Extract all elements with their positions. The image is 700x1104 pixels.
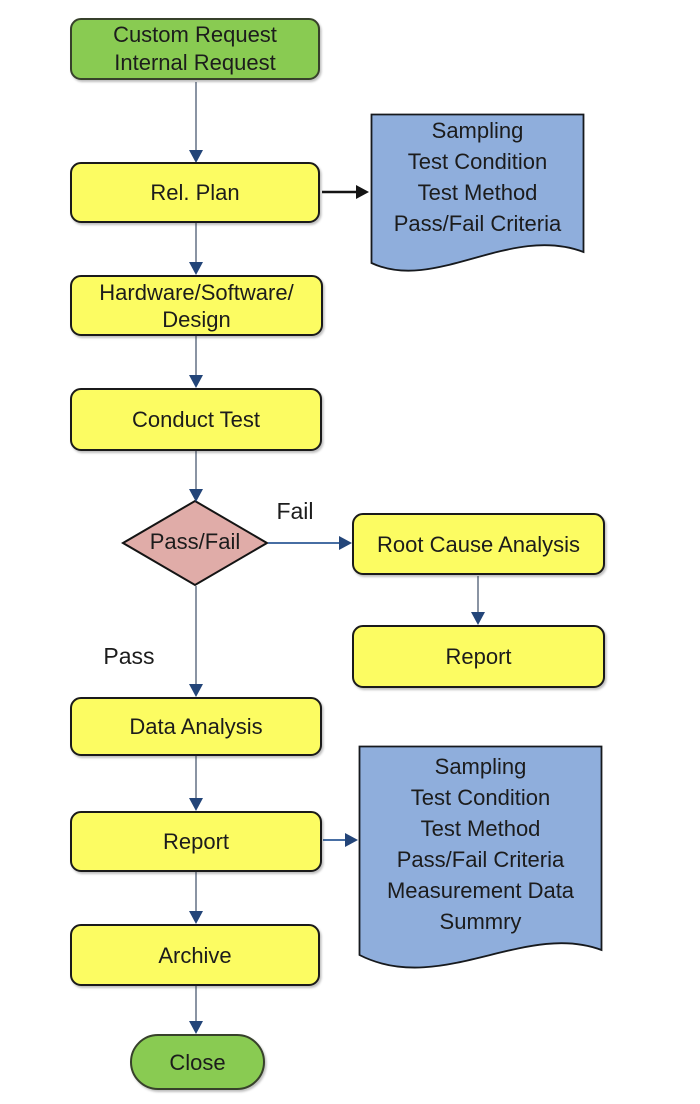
node-report-fail: Report [352,625,605,688]
node-root-cause-analysis: Root Cause Analysis [352,513,605,575]
document-shape-plan [370,113,585,272]
node-rel-plan: Rel. Plan [70,162,320,223]
flow-arrowhead-relplan-doc [356,185,369,199]
document-shape-final [358,745,603,969]
node-close: Close [130,1034,265,1090]
document-plan-details: Sampling Test Condition Test Method Pass… [393,118,562,236]
edge-label-pass: Pass [103,643,155,669]
edge-label-fail: Fail [276,498,314,524]
node-hardware-software-design: Hardware/Software/ Design [70,275,323,336]
node-archive: Archive [70,924,320,986]
node-report-pass: Report [70,811,322,872]
node-custom-request: Custom Request Internal Request [70,18,320,80]
node-conduct-test: Conduct Test [70,388,322,451]
node-data-analysis: Data Analysis [70,697,322,756]
decision-label: Pass/Fail [149,529,241,554]
flow-arrowheads [189,150,485,1034]
decision-diamond [121,499,269,587]
document-final-details: Sampling Test Condition Test Method Pass… [386,754,575,934]
flow-arrow-shafts [195,82,479,1021]
